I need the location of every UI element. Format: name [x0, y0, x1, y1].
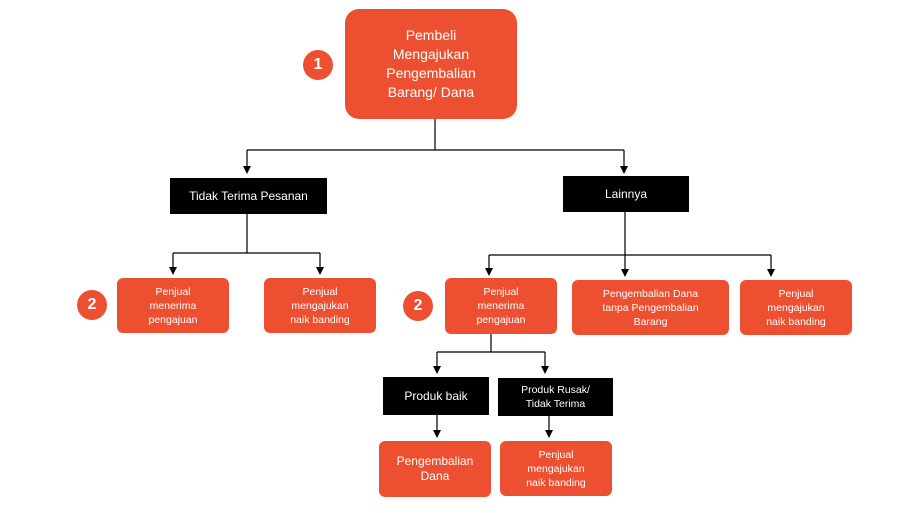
root-node: Pembeli Mengajukan Pengembalian Barang/ … [345, 9, 517, 119]
step-badge-1: 1 [303, 50, 333, 80]
right-header: Lainnya [563, 176, 689, 212]
connector-sub [437, 334, 545, 353]
step-badge-2-left: 2 [77, 290, 107, 320]
left-accept-node: Penjual menerima pengajuan [117, 278, 229, 333]
left-header: Tidak Terima Pesanan [170, 178, 327, 214]
refund-no-return-node: Pengembalian Dana tanpa Pengembalian Bar… [572, 280, 729, 335]
connector-right [489, 212, 771, 256]
good-product-header: Produk baik [383, 377, 489, 415]
right-appeal-node: Penjual mengajukan naik banding [740, 280, 852, 335]
refund-result-node: Pengembalian Dana [379, 441, 491, 497]
right-accept-node: Penjual menerima pengajuan [445, 278, 557, 334]
connector-left [173, 214, 320, 254]
left-appeal-node: Penjual mengajukan naik banding [264, 278, 376, 333]
step-badge-2-right: 2 [403, 291, 433, 321]
appeal-result-node: Penjual mengajukan naik banding [500, 441, 612, 496]
damaged-product-header: Produk Rusak/ Tidak Terima [498, 378, 613, 416]
connector-root [247, 119, 624, 151]
